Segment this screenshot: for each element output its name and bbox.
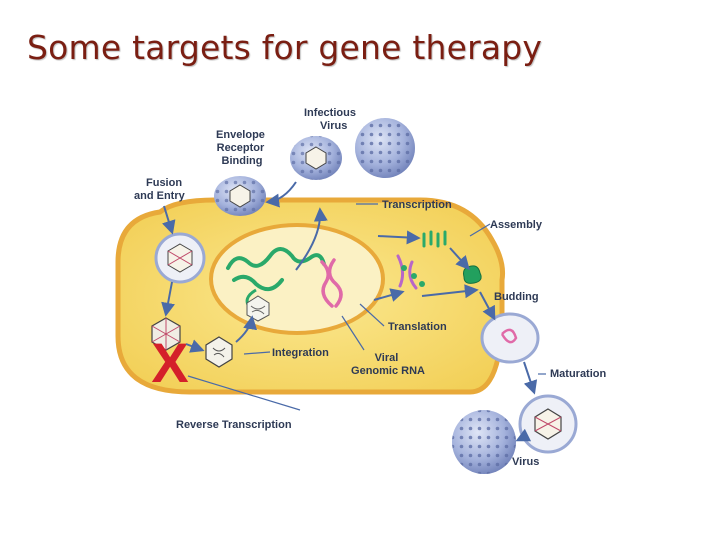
label-viral-genomic-rna: Viral Genomic RNA [351,352,425,377]
arrow-capsid-to-capsid [185,339,205,353]
maturing-virus [518,394,578,454]
cytoplasm-capsid-2 [205,336,233,368]
budding-virus [480,312,540,364]
entering-virus [154,232,206,284]
arrow-budding-to-maturation [523,361,538,395]
arrow-binding-to-entry [265,181,297,208]
assembly-proteins [422,230,447,248]
label-maturation: Maturation [550,368,607,380]
label-budding: Budding [494,291,539,303]
host-dna [226,247,326,292]
ribosomes [401,265,425,287]
nuclear-capsid [246,295,270,322]
arrow-transcription-assembly [377,230,421,245]
label-assembly: Assembly [490,219,543,231]
binding-virus-2 [214,176,266,216]
binding-virus-1 [290,136,342,180]
arrow-maturation-release [515,428,532,442]
released-virus-particle [452,410,516,474]
blocked-step-marker: X [151,331,188,394]
arrow-integration [235,315,258,343]
arrow-nucleus-transcription [295,207,328,271]
arrow-bud-to-budding [479,291,496,321]
assembling-capsid [463,265,482,284]
arrow-translation-to-bud [421,284,479,299]
label-reverse-transcription: Reverse Transcription [176,419,292,431]
label-fusion-entry: Fusion and Entry [134,177,186,202]
arrow-entry-to-capsid [161,281,175,317]
label-virus: Virus [512,456,539,468]
slide-title: Some targets for gene therapy [27,28,543,67]
viral-rna-strand [320,258,343,308]
arrow-fusion-to-entry [162,205,176,235]
infectious-virus-particle [355,118,415,178]
cytoplasm-capsid-1 [151,317,181,351]
arrow-assembly-budding [449,247,470,271]
arrow-to-translation-area [373,288,405,302]
translating-rna [396,254,418,290]
label-integration: Integration [272,347,329,359]
label-infectious-virus: Infectious Virus [304,107,359,132]
label-transcription: Transcription [382,199,452,211]
label-translation: Translation [388,321,447,333]
label-envelope-receptor-binding: Envelope Receptor Binding [216,129,268,167]
